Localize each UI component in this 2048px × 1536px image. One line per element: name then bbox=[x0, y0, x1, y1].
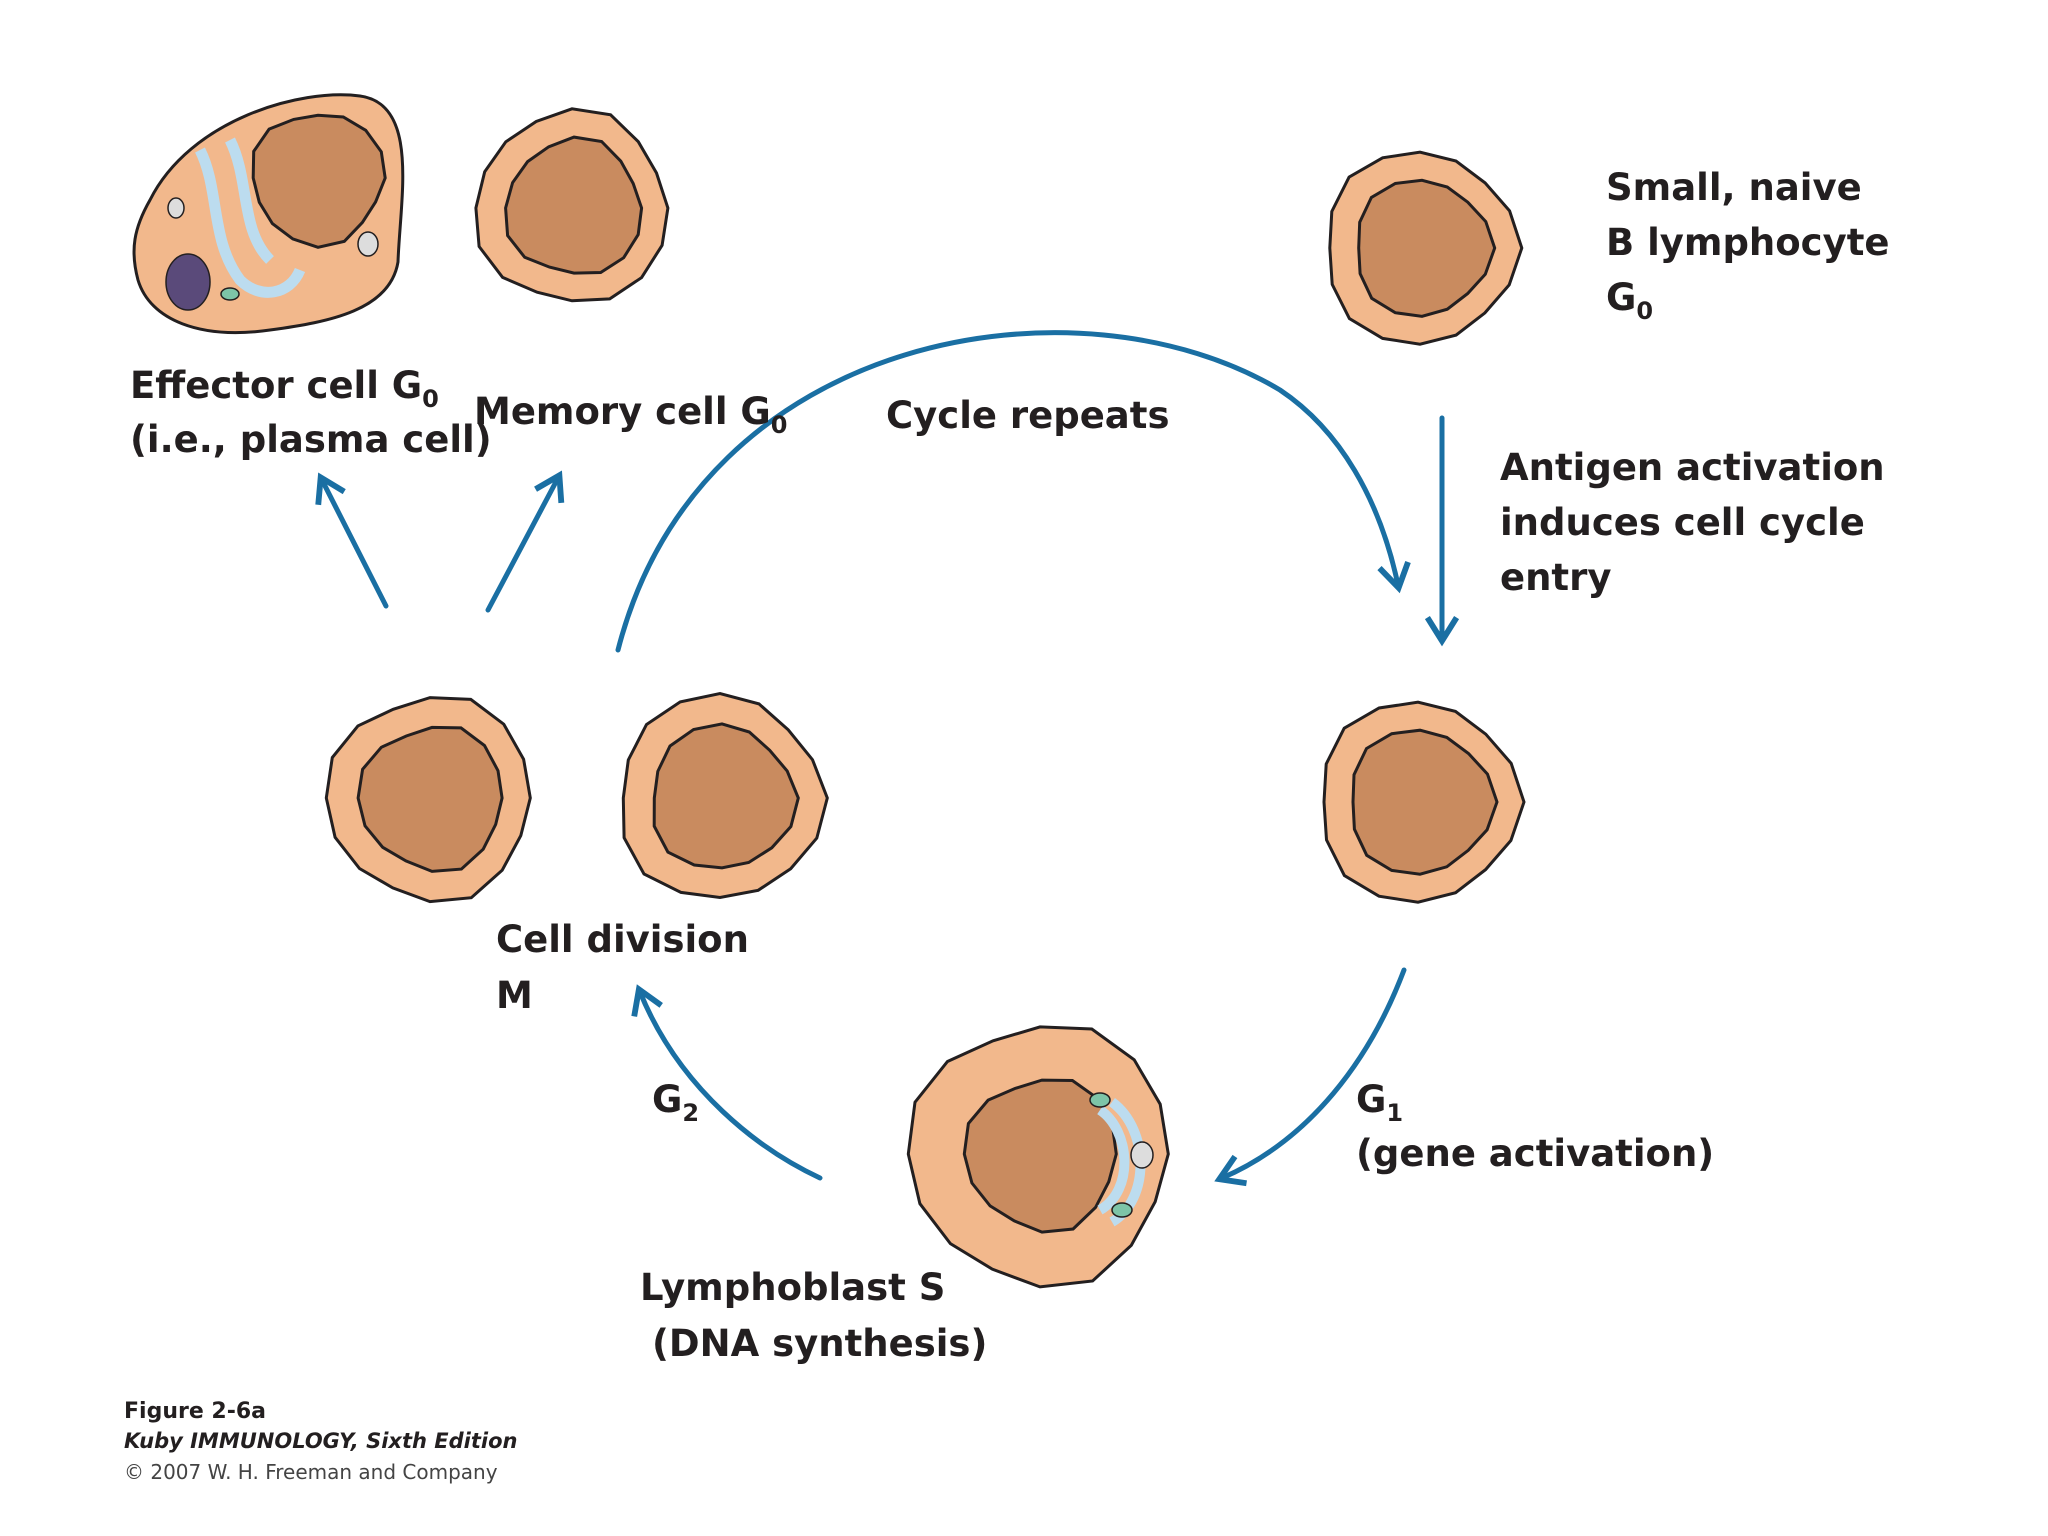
effector-cell-label: Effector cell G0 (i.e., plasma cell) bbox=[130, 364, 492, 461]
naive-b-lymphocyte-label: Small, naive B lymphocyte G0 bbox=[1606, 166, 1890, 325]
antibody-receptor bbox=[368, 659, 410, 711]
arrow-cycle-repeats bbox=[615, 330, 1411, 653]
nucleus bbox=[251, 113, 387, 249]
naive-b-lymphocyte bbox=[1287, 115, 1557, 385]
arrow-g1 bbox=[1214, 967, 1407, 1187]
nucleus bbox=[962, 1078, 1118, 1234]
svg-text:(DNA synthesis): (DNA synthesis) bbox=[652, 1322, 987, 1365]
antibody-receptor bbox=[955, 994, 1000, 1046]
svg-text:M: M bbox=[496, 974, 533, 1017]
svg-text:Effector cell G0: Effector cell G0 bbox=[130, 364, 439, 413]
arrow-to-effector bbox=[315, 472, 389, 609]
nucleus bbox=[504, 135, 644, 275]
book-title: Kuby IMMUNOLOGY, Sixth Edition bbox=[124, 1429, 517, 1453]
g1-cell bbox=[1281, 665, 1559, 943]
mitochondrion bbox=[167, 197, 185, 219]
svg-text:induces cell cycle: induces cell cycle bbox=[1500, 501, 1865, 544]
cell-division-label: Cell division M bbox=[496, 918, 749, 1017]
g2-label: G2 bbox=[652, 1078, 699, 1127]
vesicle bbox=[1111, 1202, 1133, 1218]
antibody-receptor bbox=[534, 296, 570, 345]
svg-text:Memory cell G0: Memory cell G0 bbox=[474, 390, 787, 439]
cells bbox=[132, 75, 1559, 1314]
svg-text:entry: entry bbox=[1500, 556, 1612, 599]
nucleus bbox=[1351, 728, 1499, 876]
svg-text:Small, naive: Small, naive bbox=[1606, 166, 1862, 209]
svg-text:Lymphoblast S: Lymphoblast S bbox=[640, 1266, 945, 1309]
copyright-line: © 2007 W. H. Freeman and Company bbox=[124, 1460, 498, 1484]
nucleus bbox=[1357, 178, 1497, 318]
dividing-cell-left bbox=[291, 659, 573, 941]
dividing-cell-right bbox=[577, 655, 863, 937]
vesicle bbox=[1089, 1092, 1111, 1108]
antibody-receptor bbox=[526, 792, 573, 825]
svg-text:G0: G0 bbox=[1606, 276, 1653, 325]
memory-cell bbox=[439, 75, 709, 345]
antibody-receptor bbox=[1161, 1162, 1210, 1198]
cycle-repeats-label: Cycle repeats bbox=[886, 394, 1169, 437]
vesicle bbox=[220, 287, 240, 301]
nucleus bbox=[652, 722, 800, 870]
mitochondrion bbox=[1130, 1141, 1154, 1169]
antibody-receptor bbox=[368, 659, 410, 711]
effector-plasma-cell bbox=[132, 93, 405, 335]
figure-number: Figure 2-6a bbox=[124, 1399, 266, 1424]
svg-text:B lymphocyte: B lymphocyte bbox=[1606, 221, 1890, 264]
memory-cell-label: Memory cell G0 bbox=[474, 390, 787, 439]
svg-text:Antigen activation: Antigen activation bbox=[1500, 446, 1885, 489]
svg-text:(gene activation): (gene activation) bbox=[1356, 1132, 1714, 1175]
figure-caption: Figure 2-6a Kuby IMMUNOLOGY, Sixth Editi… bbox=[124, 1399, 517, 1484]
g1-label: G1 (gene activation) bbox=[1356, 1078, 1714, 1175]
antibody-receptor bbox=[662, 202, 709, 234]
endoplasmic-reticulum bbox=[195, 137, 306, 298]
svg-text:(i.e., plasma cell): (i.e., plasma cell) bbox=[130, 418, 492, 461]
lymphoblast-label: Lymphoblast S (DNA synthesis) bbox=[640, 1266, 987, 1365]
antibody-receptor bbox=[955, 994, 1000, 1046]
arrows bbox=[315, 330, 1460, 1187]
golgi-apparatus bbox=[165, 253, 211, 311]
mitochondrion bbox=[357, 231, 379, 257]
antigen-activation-label: Antigen activation induces cell cycle en… bbox=[1500, 446, 1885, 599]
nucleus bbox=[356, 725, 504, 873]
arrow-g2 bbox=[631, 984, 823, 1181]
antibody-receptor bbox=[577, 801, 626, 837]
lymphoblast bbox=[872, 994, 1210, 1314]
svg-text:Cell division: Cell division bbox=[496, 918, 749, 961]
arrow-to-memory bbox=[485, 470, 565, 613]
svg-text:G1: G1 bbox=[1356, 1078, 1403, 1127]
